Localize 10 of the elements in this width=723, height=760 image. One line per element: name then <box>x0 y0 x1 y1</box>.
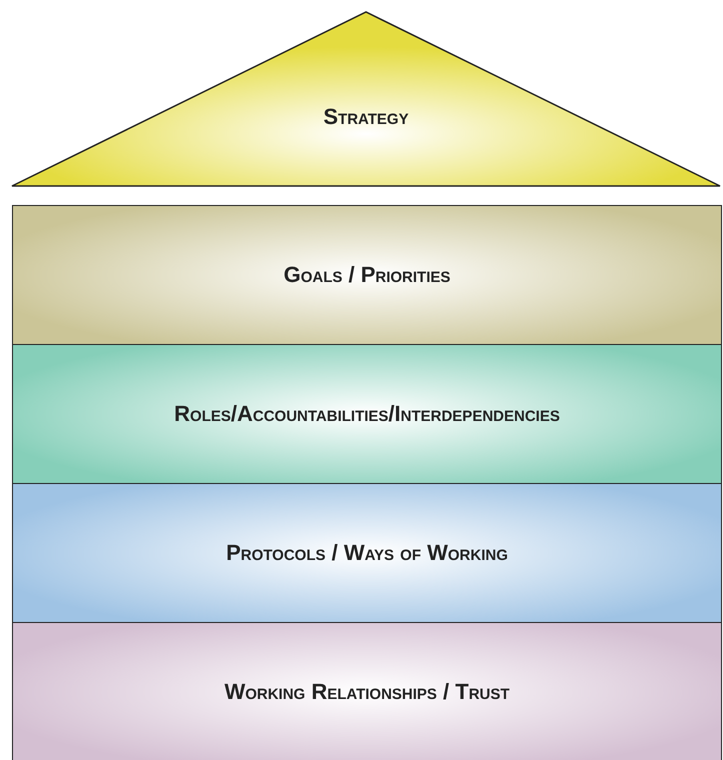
roof-triangle <box>10 10 722 188</box>
layer-label: Working Relationships / Trust <box>224 679 510 705</box>
layer-band <box>12 483 722 623</box>
layer-band <box>12 622 722 760</box>
layer-band <box>12 205 722 345</box>
layer-label: Roles/Accountabilities/Interdependencies <box>174 401 560 427</box>
layer-band <box>12 344 722 484</box>
layer-label: Protocols / Ways of Working <box>226 540 508 566</box>
layer-label: Strategy <box>323 104 409 130</box>
layer-label: Goals / Priorities <box>284 262 450 288</box>
